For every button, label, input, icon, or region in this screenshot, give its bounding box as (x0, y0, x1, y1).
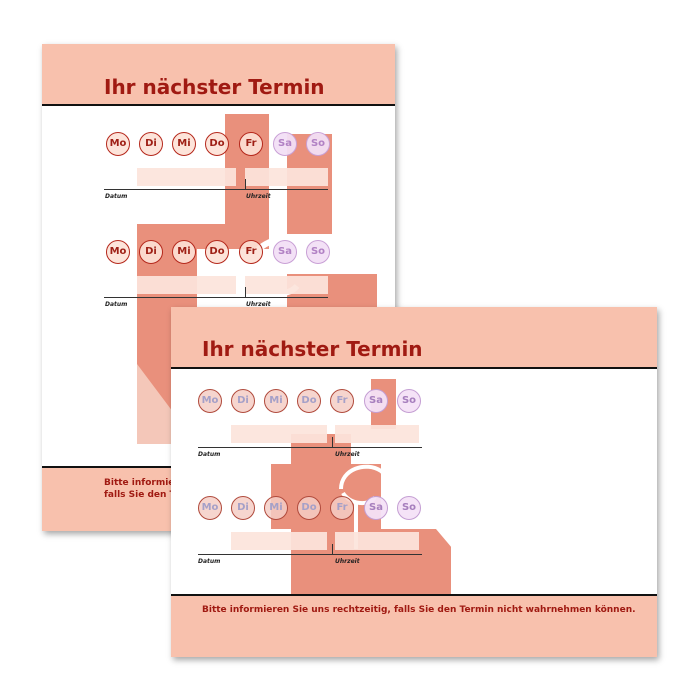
date-field[interactable] (137, 168, 236, 186)
day-thursday[interactable]: Do (205, 132, 229, 156)
date-time-line (104, 297, 328, 298)
day-tuesday[interactable]: Di (231, 496, 255, 520)
appointment-card-landscape: Ihr nächster Termin Mo Di Mi Do Fr Sa So… (171, 307, 657, 657)
date-field[interactable] (231, 532, 327, 550)
day-friday[interactable]: Fr (330, 389, 354, 413)
day-thursday[interactable]: Do (205, 240, 229, 264)
card-title: Ihr nächster Termin (202, 337, 423, 361)
day-wednesday[interactable]: Mi (264, 389, 288, 413)
day-sunday[interactable]: So (306, 132, 330, 156)
footer-band: Bitte informieren Sie uns rechtzeitig, f… (171, 594, 657, 657)
time-field[interactable] (245, 168, 328, 186)
time-label: Uhrzeit (246, 193, 271, 200)
date-label: Datum (105, 193, 128, 200)
date-label: Datum (198, 451, 221, 458)
date-field[interactable] (137, 276, 236, 294)
cancellation-notice: Bitte informieren Sie uns rechtzeitig, f… (202, 605, 636, 615)
day-sunday[interactable]: So (397, 496, 421, 520)
day-monday[interactable]: Mo (198, 389, 222, 413)
time-field[interactable] (245, 276, 328, 294)
date-time-line (198, 554, 422, 555)
day-sunday[interactable]: So (306, 240, 330, 264)
day-tuesday[interactable]: Di (231, 389, 255, 413)
separator-tick (245, 287, 246, 297)
day-saturday[interactable]: Sa (273, 240, 297, 264)
card-title: Ihr nächster Termin (104, 75, 325, 99)
day-monday[interactable]: Mo (106, 240, 130, 264)
date-label: Datum (105, 301, 128, 308)
day-thursday[interactable]: Do (297, 496, 321, 520)
date-field[interactable] (231, 425, 327, 443)
day-wednesday[interactable]: Mi (264, 496, 288, 520)
day-tuesday[interactable]: Di (139, 240, 163, 264)
day-saturday[interactable]: Sa (273, 132, 297, 156)
day-friday[interactable]: Fr (330, 496, 354, 520)
header-band: Ihr nächster Termin (42, 44, 395, 106)
date-time-line (104, 189, 328, 190)
day-monday[interactable]: Mo (106, 132, 130, 156)
date-time-line (198, 447, 422, 448)
day-monday[interactable]: Mo (198, 496, 222, 520)
day-friday[interactable]: Fr (239, 132, 263, 156)
day-friday[interactable]: Fr (239, 240, 263, 264)
date-label: Datum (198, 558, 221, 565)
day-tuesday[interactable]: Di (139, 132, 163, 156)
separator-tick (332, 437, 333, 447)
day-thursday[interactable]: Do (297, 389, 321, 413)
day-sunday[interactable]: So (397, 389, 421, 413)
day-saturday[interactable]: Sa (364, 389, 388, 413)
separator-tick (332, 544, 333, 554)
header-band: Ihr nächster Termin (171, 307, 657, 369)
day-saturday[interactable]: Sa (364, 496, 388, 520)
notice-text: Bitte informie falls Sie den T (104, 478, 176, 500)
time-label: Uhrzeit (246, 301, 271, 308)
time-label: Uhrzeit (335, 558, 360, 565)
day-wednesday[interactable]: Mi (172, 240, 196, 264)
day-wednesday[interactable]: Mi (172, 132, 196, 156)
separator-tick (245, 179, 246, 189)
time-label: Uhrzeit (335, 451, 360, 458)
time-field[interactable] (335, 425, 419, 443)
time-field[interactable] (335, 532, 419, 550)
